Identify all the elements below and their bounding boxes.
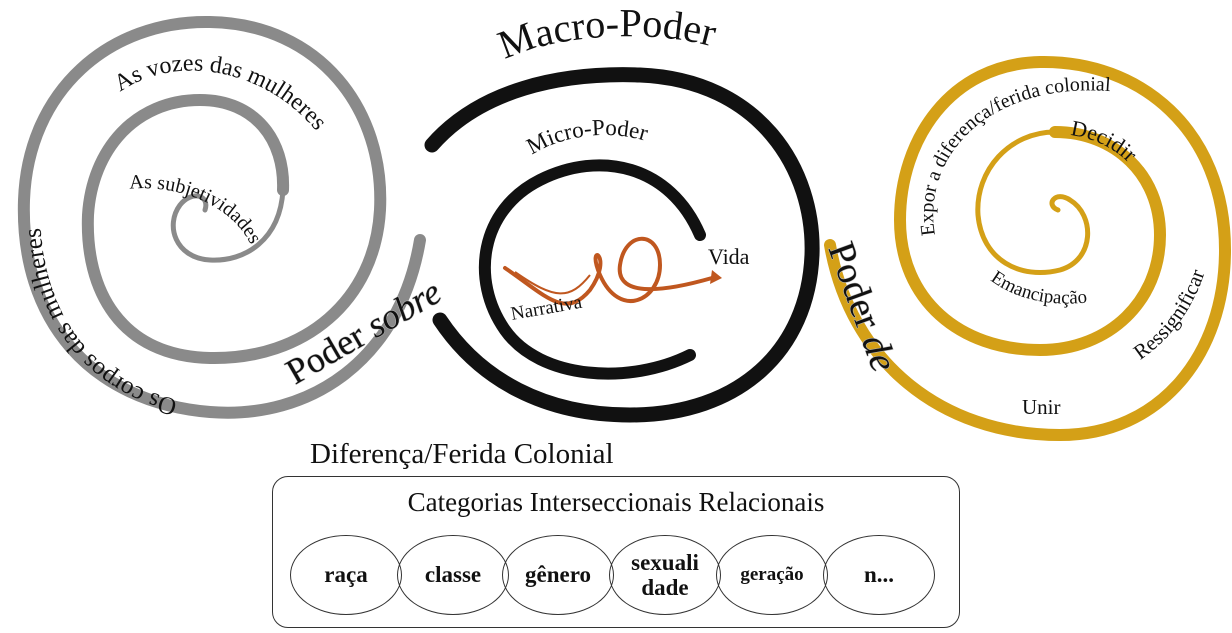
micro-power-title: Micro-Poder <box>522 115 651 159</box>
right-spiral: Poder de Expor a diferença/ferida coloni… <box>819 55 1232 442</box>
right-power-label: Poder de <box>820 237 905 377</box>
category-class: classe <box>397 535 509 615</box>
left-top-text: As vozes das mulheres <box>110 51 332 136</box>
unite-text: Unir <box>1022 395 1061 419</box>
left-spiral-outer-arm <box>17 15 426 419</box>
right-spiral-inner-arm <box>975 129 1091 276</box>
category-sexuality: sexuali dade <box>609 535 721 615</box>
left-spiral: Os corpos das mulheres As vozes das mulh… <box>17 15 448 420</box>
left-inner-text: As subjetividades <box>129 171 266 248</box>
center-spiral: Macro-Poder Micro-Poder Vida Narrativa <box>424 0 820 423</box>
life-label: Vida <box>708 244 750 269</box>
left-spiral-inner-arm <box>170 187 286 263</box>
ribbon-arrow-icon <box>710 270 722 284</box>
category-generation: geração <box>716 535 828 615</box>
center-spiral-inner-arm <box>478 159 706 380</box>
category-more: n... <box>823 535 935 615</box>
right-spiral-outer-arm <box>824 55 1232 442</box>
categories-title: Categorias Interseccionais Relacionais <box>407 487 825 517</box>
narrative-ribbon <box>503 236 714 306</box>
left-outer-text: Os corpos das mulheres <box>20 227 180 420</box>
categories-box: Categorias Interseccionais Relacionais r… <box>272 476 960 628</box>
category-race: raça <box>290 535 402 615</box>
colonial-difference-caption: Diferença/Ferida Colonial <box>310 438 614 470</box>
macro-power-title: Macro-Poder <box>492 0 721 67</box>
center-spiral-outer-arm <box>424 67 820 423</box>
narrative-label: Narrativa <box>509 292 584 325</box>
category-gender: gênero <box>502 535 614 615</box>
